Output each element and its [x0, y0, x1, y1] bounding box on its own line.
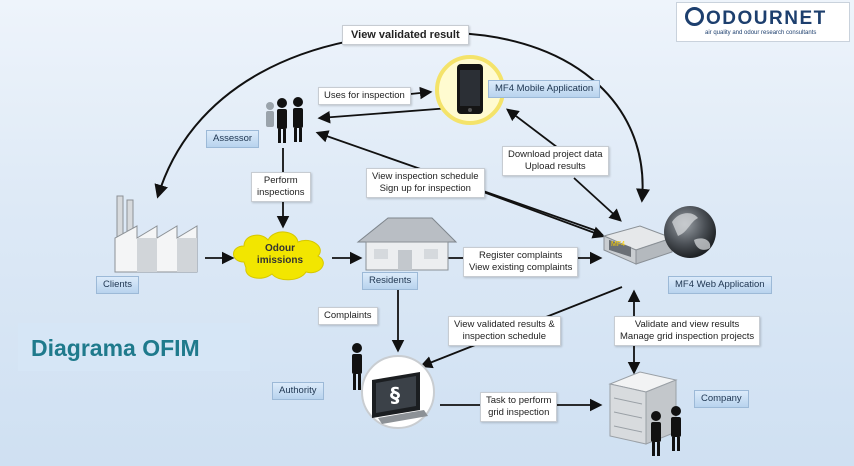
- arrow-mobile-to-assessor: [317, 107, 451, 124]
- logo-tagline: air quality and odour research consultan…: [705, 30, 817, 36]
- edge-label-complaints: Complaints: [318, 307, 378, 325]
- arrow-download-to-webapp: [573, 177, 622, 222]
- authority-monitor-icon: [361, 355, 435, 429]
- edge-label-view-validated-result: View validated result: [342, 25, 469, 45]
- logo-wordmark: ODOURNET: [685, 7, 827, 30]
- server-screen-label: MF4: [611, 241, 625, 248]
- edge-label-view-validated-results: View validated results &inspection sched…: [448, 316, 561, 346]
- law-symbol-icon: §: [390, 383, 400, 407]
- web-server-icon: [602, 225, 674, 265]
- authority-person-icon: [352, 343, 362, 390]
- node-label-assessor: Assessor: [206, 130, 260, 148]
- logo-o-ring-icon: [685, 7, 704, 26]
- title-panel: Diagrama OFIM: [18, 323, 250, 371]
- company-people-icon: [651, 406, 681, 456]
- odournet-logo: ODOURNET air quality and odour research …: [676, 2, 850, 42]
- node-label-residents: Residents: [362, 272, 419, 290]
- company-servers-icon: [608, 371, 678, 445]
- node-label-mobile-app: MF4 Mobile Application: [488, 80, 601, 98]
- edge-label-uses-for-inspection: Uses for inspection: [318, 87, 411, 105]
- node-label-clients: Clients: [96, 276, 140, 294]
- factory-icon: [114, 195, 198, 273]
- assessor-people-icon: [266, 97, 303, 143]
- globe-land: [672, 213, 711, 250]
- house-icon: [356, 217, 458, 271]
- odour-cloud-shape: [233, 231, 324, 281]
- logo-wordmark-text: ODOURNET: [706, 8, 827, 29]
- diagram-title: Diagrama OFIM: [31, 335, 200, 361]
- arrow-schedule-to-webapp: [477, 189, 606, 239]
- node-label-company: Company: [694, 390, 749, 408]
- node-label-authority: Authority: [272, 382, 324, 400]
- node-label-web-app: MF4 Web Application: [668, 276, 772, 294]
